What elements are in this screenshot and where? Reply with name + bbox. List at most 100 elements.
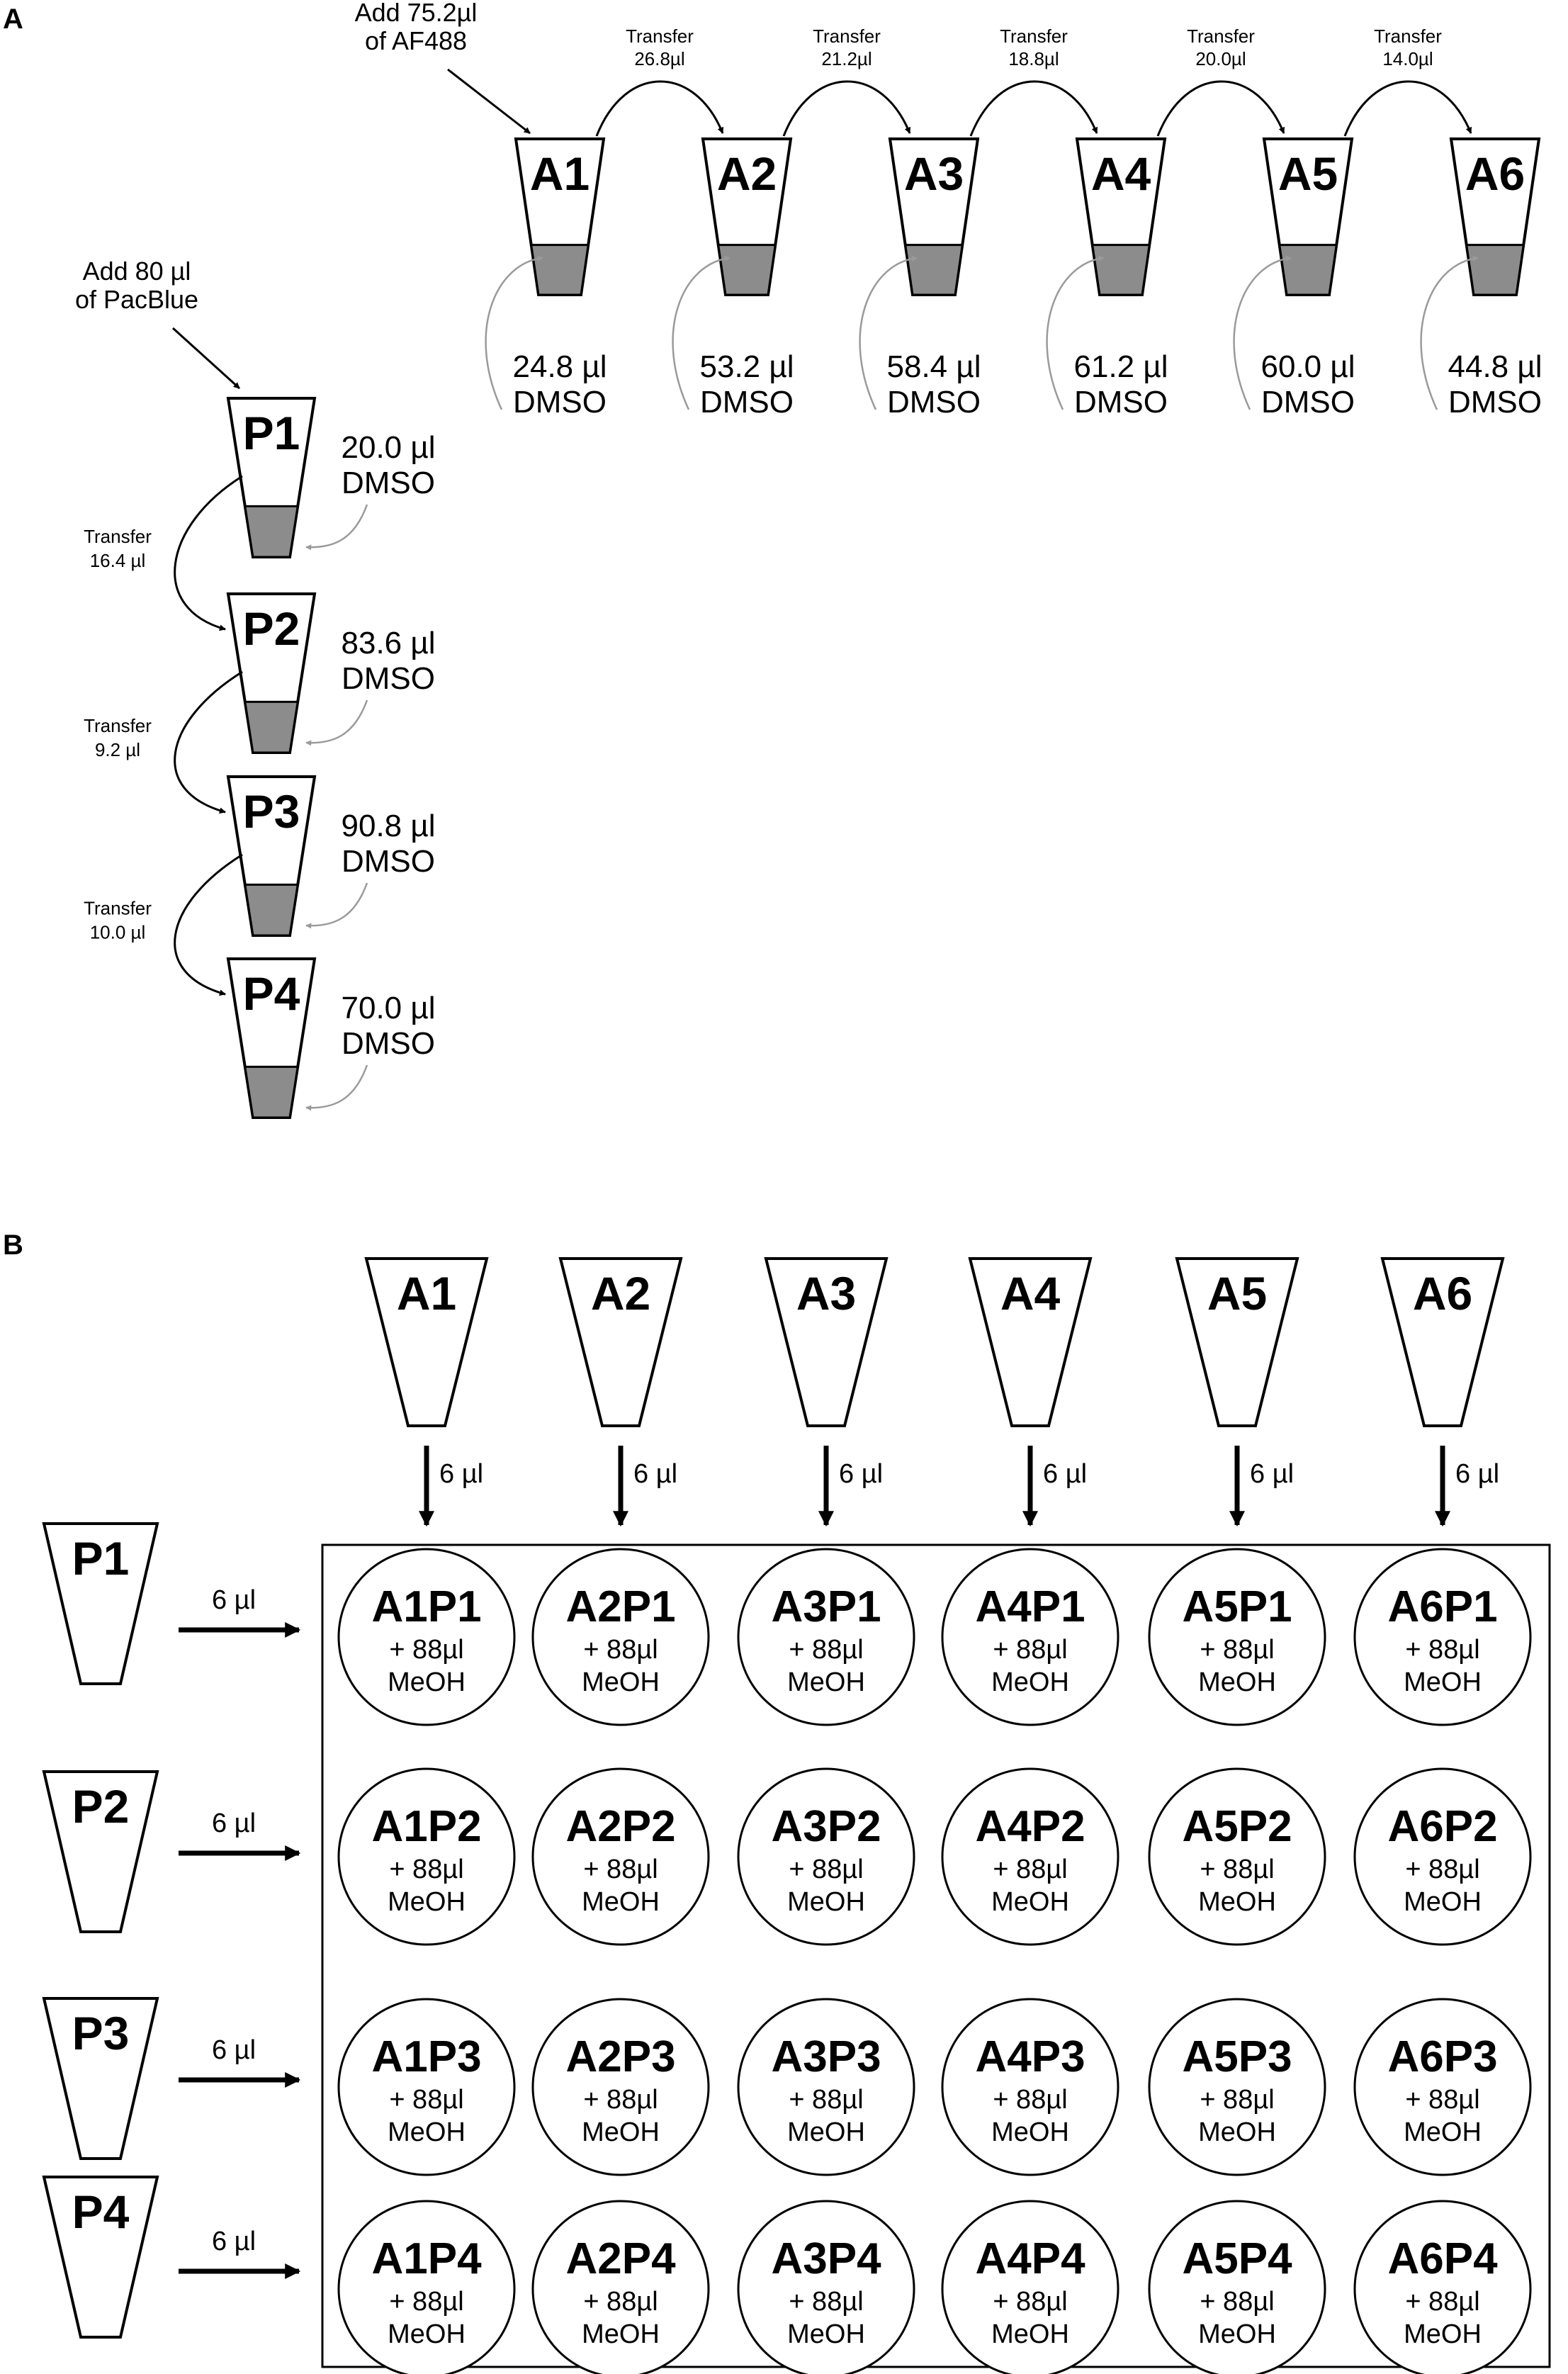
well-a3p2-solvent: MeOH (787, 1887, 865, 1917)
b-source-p2-body (42, 1770, 159, 1933)
af-tube-6-dmso-volume: 44.8 µl (1448, 349, 1542, 384)
pac-transfer-3-title: Transfer (84, 898, 152, 919)
well-a5p1-addition: + 88µl (1200, 1635, 1274, 1665)
pacblue-add-line1: Add 80 µl (83, 257, 191, 286)
pac-tube-2-dmso-label: DMSO (342, 661, 435, 696)
well-a3p1-name: A3P1 (771, 1582, 881, 1631)
af-tube-5-dmso-label: DMSO (1261, 385, 1355, 420)
b-source-a1-body (364, 1257, 489, 1427)
well-a5p2-solvent: MeOH (1198, 1887, 1276, 1917)
well-a5p3-addition: + 88µl (1200, 2085, 1274, 2115)
well-a4p3-name: A4P3 (975, 2032, 1085, 2081)
b-source-a3-label: A3 (796, 1267, 856, 1320)
well-a6p3-circle (1353, 1998, 1532, 2176)
pacblue-add-arrow (171, 327, 241, 390)
pac-transfer-2-title: Transfer (84, 715, 152, 736)
well-a6p2-addition: + 88µl (1405, 1855, 1479, 1884)
well-a6p2-name: A6P2 (1387, 1802, 1497, 1851)
b-source-p4-label: P4 (72, 2185, 130, 2238)
af-transfer-1-title: Transfer (626, 26, 694, 47)
well-a4p4-circle (941, 2200, 1119, 2374)
pac-tube-p3-label: P3 (243, 785, 300, 838)
b-col-1-volume: 6 µl (439, 1459, 483, 1489)
well-a5p4-circle (1148, 2200, 1326, 2374)
well-a4p1-name: A4P1 (975, 1582, 1085, 1631)
well-a4p2-addition: + 88µl (993, 1855, 1067, 1884)
af-tube-6-dmso-label: DMSO (1448, 385, 1542, 420)
af-tube-2-dmso-volume: 53.2 µl (700, 349, 794, 384)
b-source-a5-body (1175, 1257, 1299, 1427)
b-row-2-volume: 6 µl (212, 1808, 256, 1838)
b-source-a6: A66 µl (1380, 1257, 1505, 1527)
well-a4p4-addition: + 88µl (993, 2287, 1067, 2317)
b-source-a2-label: A2 (591, 1267, 650, 1320)
well-a6p1-circle (1353, 1548, 1532, 1726)
well-a3p2-circle (737, 1767, 915, 1946)
af-tube-2-dmso-label: DMSO (700, 385, 794, 420)
well-a2p2-solvent: MeOH (582, 1887, 660, 1917)
b-col-5-volume: 6 µl (1250, 1459, 1294, 1489)
panel-a-letter: A (3, 4, 23, 35)
af-transfer-3-amount: 18.8µl (1008, 48, 1059, 69)
pac-transfer-3-arrow (174, 853, 243, 996)
af-transfer-1-arrow (595, 80, 724, 137)
well-a3p4-solvent: MeOH (787, 2319, 865, 2349)
af-tube-1-dmso-volume: 24.8 µl (513, 349, 607, 384)
panel-a: A Add 75.2µl of AF488 Add 80 µl of PacBl… (3, 0, 1542, 1119)
well-a6p4-solvent: MeOH (1404, 2319, 1482, 2349)
b-source-a6-label: A6 (1413, 1267, 1472, 1320)
af-tube-a5-label: A5 (1278, 147, 1338, 200)
well-a3p2-addition: + 88µl (789, 1855, 863, 1884)
af-tube-a3-label: A3 (904, 147, 964, 200)
af-tube-a1-liquid (530, 244, 590, 296)
well-a2p3-solvent: MeOH (582, 2117, 660, 2147)
well-a3p4-addition: + 88µl (789, 2287, 863, 2317)
well-a2p1-name: A2P1 (565, 1582, 675, 1631)
well-a5p2-circle (1148, 1767, 1326, 1946)
well-a4p2-circle (941, 1767, 1119, 1946)
b-source-a2: A26 µl (558, 1257, 683, 1527)
well-a3p4-circle (737, 2200, 915, 2374)
pacblue-addition: Add 80 µl of PacBlue (75, 257, 241, 390)
af-transfer-2-amount: 21.2µl (821, 48, 872, 69)
well-a1p4-circle (337, 2200, 516, 2374)
af-tube-a2-liquid (717, 244, 777, 296)
well-a6p1-solvent: MeOH (1404, 1667, 1482, 1697)
b-source-a4-body (968, 1257, 1093, 1427)
well-a6p3-addition: + 88µl (1405, 2085, 1479, 2115)
b-row-3-volume: 6 µl (212, 2035, 256, 2065)
af-transfer-2-arrow (782, 80, 911, 137)
well-a1p2-name: A1P2 (371, 1802, 481, 1851)
b-source-p4: P46 µl (42, 2176, 301, 2339)
well-a2p4-addition: + 88µl (583, 2287, 658, 2317)
af488-add-arrow (447, 68, 531, 135)
af-transfer-1-amount: 26.8µl (634, 48, 684, 69)
pac-tube-p1-liquid (244, 505, 299, 558)
pac-tube-4-dmso-volume: 70.0 µl (342, 991, 436, 1025)
well-a4p2-solvent: MeOH (991, 1887, 1069, 1917)
well-a2p4-circle (531, 2200, 710, 2374)
b-source-a3-body (764, 1257, 889, 1427)
pac-tube-1-dmso-arrow (305, 504, 368, 551)
well-a3p4-name: A3P4 (771, 2234, 881, 2283)
